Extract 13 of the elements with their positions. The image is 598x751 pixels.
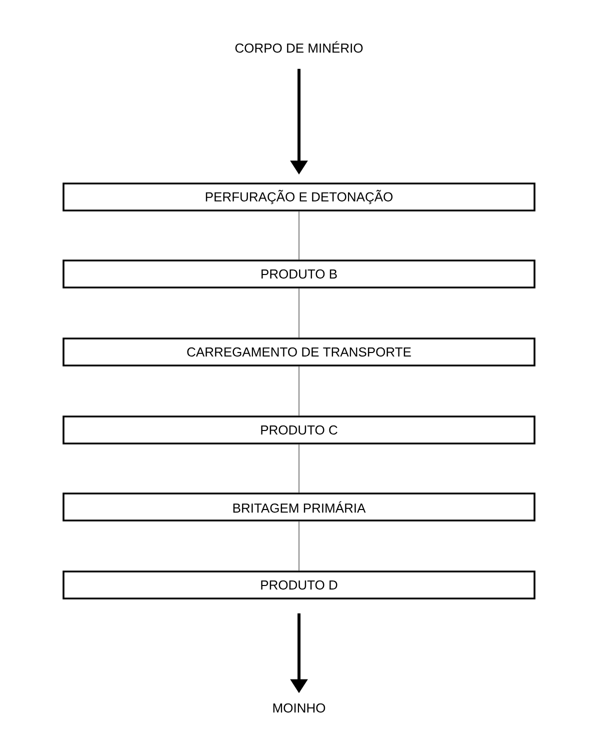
connector-line	[298, 444, 300, 494]
process-box: BRITAGEM PRIMÁRIA	[62, 492, 536, 522]
label-text: MOINHO	[273, 703, 326, 713]
process-box: PRODUTO D	[62, 570, 536, 600]
process-box: CARREGAMENTO DE TRANSPORTE	[62, 338, 536, 366]
process-box: PRODUTO B	[62, 260, 536, 288]
connector-line	[298, 520, 300, 572]
process-box: PRODUTO C	[62, 416, 536, 444]
connector-line	[298, 210, 300, 260]
connector-line	[298, 366, 300, 416]
label-text: CORPO DE MINÉRIO	[235, 41, 363, 53]
process-box: PERFURAÇÃO E DETONAÇÃO	[62, 182, 536, 212]
connector-line	[298, 288, 300, 338]
